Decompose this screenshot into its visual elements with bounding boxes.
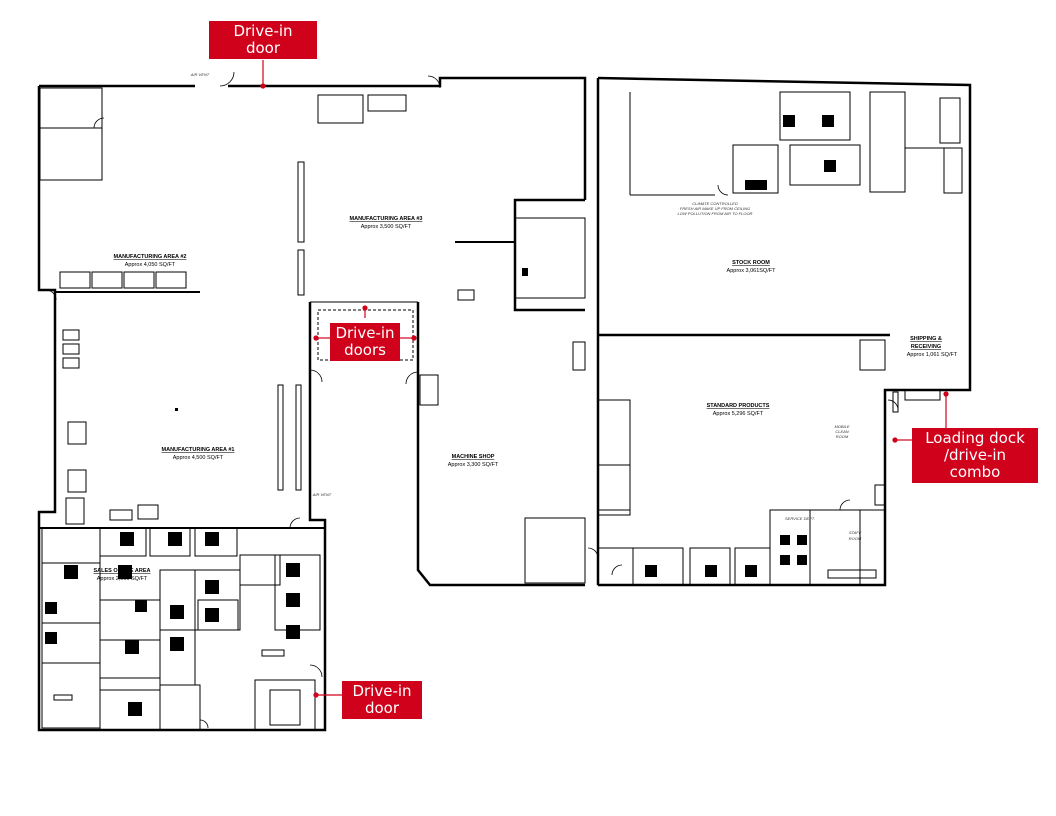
air-vent-label-top: AIR VENT bbox=[190, 72, 210, 77]
service-dept-label: SERVICE DEPT. bbox=[785, 516, 815, 521]
climate-label-1: CLIMATE CONTROLLED bbox=[692, 201, 738, 206]
area-machine-shop: Approx 3,300 SQ/FT bbox=[448, 462, 499, 468]
climate-label-2: FRESH AIR MAKE UP FROM CEILING bbox=[680, 206, 750, 211]
desk-symbols bbox=[45, 115, 836, 716]
area-mfg2: Approx 4,050 SQ/FT bbox=[125, 262, 176, 268]
label-shipping-2: RECEIVING bbox=[911, 344, 941, 350]
label-sales-office: SALES OFFICE AREA bbox=[94, 568, 151, 574]
callout-middle-line1: Drive-in bbox=[335, 324, 395, 342]
area-mfg3: Approx 3,500 SQ/FT bbox=[361, 224, 412, 230]
staff-room-1: STAFF bbox=[849, 530, 862, 535]
label-shipping-1: SHIPPING & bbox=[910, 336, 942, 342]
callout-top-line1: Drive-in bbox=[233, 22, 293, 40]
label-mfg3: MANUFACTURING AREA #3 bbox=[350, 216, 423, 222]
callout-loading-line3: combo bbox=[949, 463, 1001, 481]
mobile-clean-2: CLEAN bbox=[835, 429, 848, 434]
callout-bottom-line1: Drive-in bbox=[352, 682, 412, 700]
callout-loading-dock: Loading dock /drive-in combo bbox=[912, 428, 1038, 483]
callout-top-line2: door bbox=[245, 39, 281, 57]
callout-pointers bbox=[260, 60, 949, 698]
staff-room-2: ROOM bbox=[849, 536, 862, 541]
area-shipping: Approx 1,061 SQ/FT bbox=[907, 352, 958, 358]
label-mfg2: MANUFACTURING AREA #2 bbox=[114, 254, 187, 260]
label-mfg1: MANUFACTURING AREA #1 bbox=[162, 447, 235, 453]
callout-bottom-line2: door bbox=[364, 699, 400, 717]
label-standard-products: STANDARD PRODUCTS bbox=[707, 403, 770, 409]
air-vent-label-mid: AIR VENT bbox=[312, 492, 332, 497]
label-stock-room: STOCK ROOM bbox=[732, 260, 770, 266]
callout-loading-line2: /drive-in bbox=[943, 446, 1007, 464]
climate-label-3: LOW POLLUTION FROM AIR TO FLOOR bbox=[678, 211, 753, 216]
callout-middle-line2: doors bbox=[344, 341, 386, 359]
door-swings bbox=[45, 71, 899, 729]
callout-top-drive-in-door: Drive-in door bbox=[209, 21, 317, 59]
area-mfg1: Approx 4,500 SQ/FT bbox=[173, 455, 224, 461]
outer-walls bbox=[37, 76, 972, 732]
room-labels: MANUFACTURING AREA #2 Approx 4,050 SQ/FT… bbox=[94, 216, 958, 582]
callout-loading-line1: Loading dock bbox=[925, 429, 1025, 447]
mobile-clean-1: MOBILE bbox=[834, 424, 849, 429]
area-standard-products: Approx 5,296 SQ/FT bbox=[713, 411, 764, 417]
area-stock-room: Approx 3,061SQ/FT bbox=[727, 268, 777, 274]
small-labels: AIR VENT AIR VENT CLIMATE CONTROLLED FRE… bbox=[190, 72, 862, 541]
label-machine-shop: MACHINE SHOP bbox=[452, 454, 495, 460]
callout-middle-drive-in-doors: Drive-in doors bbox=[330, 323, 400, 361]
mobile-clean-3: ROOM bbox=[836, 434, 849, 439]
callout-bottom-drive-in-door: Drive-in door bbox=[342, 681, 422, 719]
area-sales-office: Approx 2,000 SQ/FT bbox=[97, 576, 148, 582]
interior-walls bbox=[39, 87, 963, 731]
